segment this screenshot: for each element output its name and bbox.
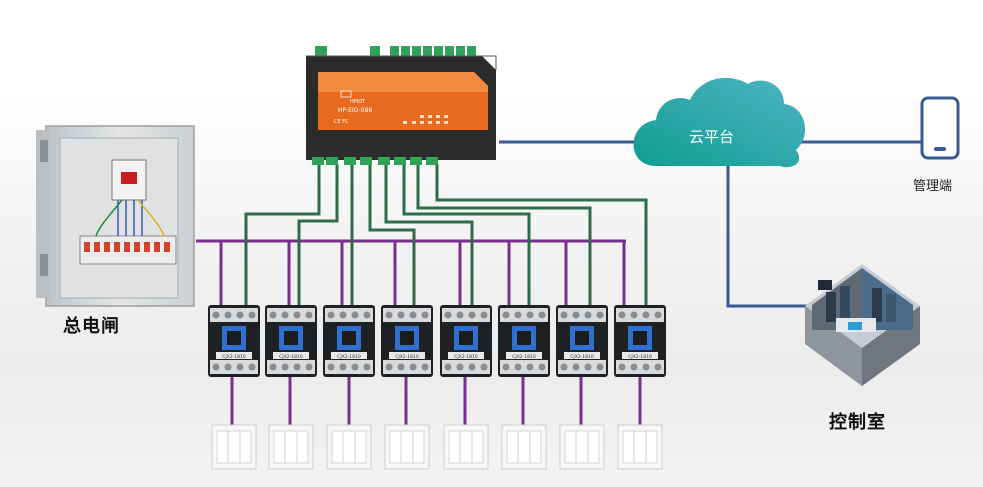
status-leds bbox=[403, 115, 448, 124]
wall-switch bbox=[617, 424, 663, 470]
contactor-model-label: CJX2-1810 bbox=[337, 354, 361, 360]
io-controller: HPIOT HP-EIO-088 CE FC bbox=[306, 46, 497, 165]
cloud-label: 云平台 bbox=[689, 128, 735, 146]
contactor: CJX2-1810 bbox=[381, 305, 433, 377]
contactor-model-label: CJX2-1810 bbox=[395, 354, 419, 360]
device-brand: HPIOT bbox=[350, 99, 366, 105]
contactor-model-label: CJX2-1810 bbox=[222, 354, 246, 360]
wall-switch bbox=[326, 424, 372, 470]
control-room-illustration bbox=[805, 264, 920, 386]
wall-switch bbox=[443, 424, 489, 470]
main-switch-label: 总电闸 bbox=[63, 316, 120, 337]
contactor: CJX2-1810 bbox=[265, 305, 317, 377]
management-label: 管理端 bbox=[913, 179, 953, 194]
breaker-row bbox=[79, 235, 177, 265]
device-cert-marks: CE FC bbox=[334, 119, 349, 125]
contactor-model-label: CJX2-1810 bbox=[628, 354, 652, 360]
wall-switch bbox=[268, 424, 314, 470]
top-terminals bbox=[315, 46, 476, 56]
cloud-platform bbox=[633, 77, 806, 168]
control-room-label: 控制室 bbox=[829, 412, 886, 433]
contactor: CJX2-1810 bbox=[498, 305, 550, 377]
contactor: CJX2-1810 bbox=[556, 305, 608, 377]
electrical-cabinet bbox=[36, 125, 195, 307]
phone-icon bbox=[920, 96, 960, 160]
contactors: CJX2-1810 CJX2-1810 CJX2-1810 CJX2-1810 CJX2… bbox=[208, 305, 666, 377]
network-lines bbox=[499, 140, 922, 308]
contactor-model-label: CJX2-1810 bbox=[570, 354, 594, 360]
line-cloud-control-room bbox=[726, 162, 808, 308]
contactor: CJX2-1810 bbox=[440, 305, 492, 377]
wall-switch bbox=[501, 424, 547, 470]
wall-switches bbox=[211, 424, 663, 470]
contactor-model-label: CJX2-1810 bbox=[279, 354, 303, 360]
wall-switch bbox=[211, 424, 257, 470]
contactor: CJX2-1810 bbox=[614, 305, 666, 377]
wall-switch bbox=[384, 424, 430, 470]
contactor-model-label: CJX2-1810 bbox=[512, 354, 536, 360]
device-model: HP-EIO-088 bbox=[338, 107, 372, 114]
control-lines bbox=[244, 164, 648, 308]
power-bus bbox=[196, 239, 642, 425]
contactor-model-label: CJX2-1810 bbox=[454, 354, 478, 360]
contactor: CJX2-1810 bbox=[208, 305, 260, 377]
contactor: CJX2-1810 bbox=[323, 305, 375, 377]
wall-switch bbox=[559, 424, 605, 470]
bottom-terminals bbox=[312, 157, 438, 165]
